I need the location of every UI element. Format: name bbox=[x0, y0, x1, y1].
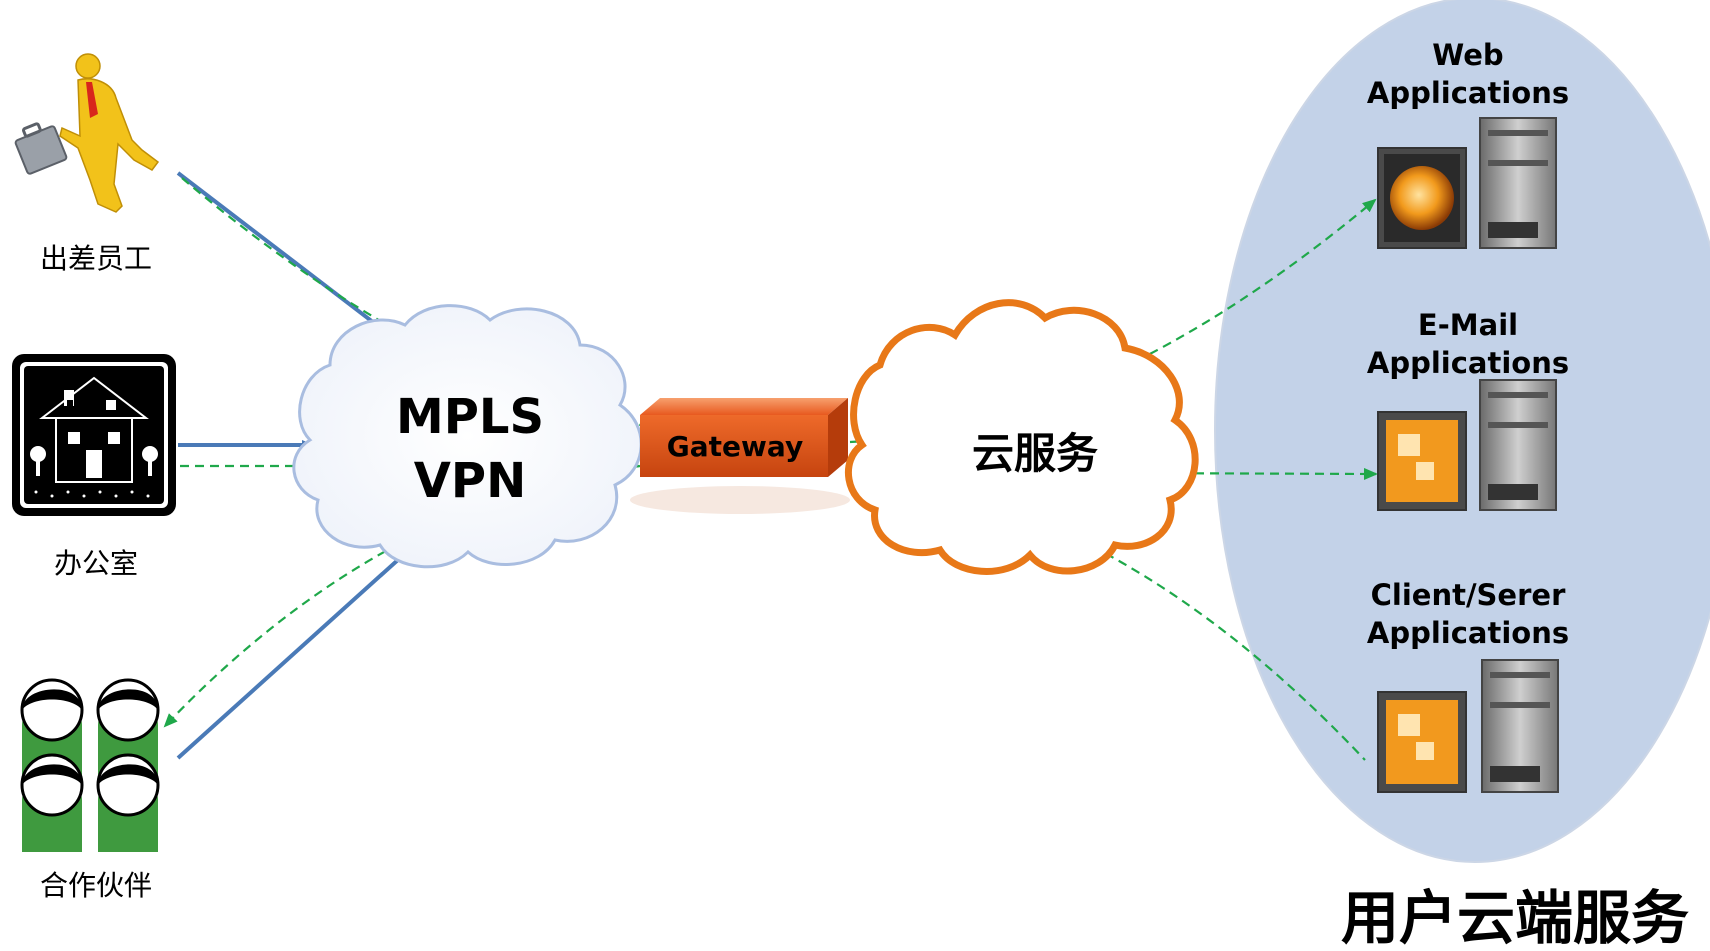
gateway-device: Gateway bbox=[630, 398, 850, 514]
office-label: 办公室 bbox=[54, 547, 138, 580]
client-server-icon bbox=[1481, 659, 1559, 793]
web-server-icon bbox=[1479, 117, 1557, 249]
mpls-label: MPLS bbox=[396, 389, 544, 445]
client-app-icon bbox=[1377, 691, 1467, 793]
email-app-icon bbox=[1377, 411, 1467, 511]
gateway-label: Gateway bbox=[667, 430, 803, 463]
partner-person bbox=[20, 753, 84, 852]
client-app-title-line1: Client/Serer bbox=[1371, 578, 1566, 612]
partner-person bbox=[96, 753, 160, 852]
partners-label: 合作伙伴 bbox=[40, 869, 152, 902]
partners-icon bbox=[20, 678, 160, 852]
web-app-title-line1: Web bbox=[1432, 38, 1503, 72]
email-app-title-line2: Applications bbox=[1367, 346, 1569, 380]
mpls-vpn-cloud: MPLS VPN bbox=[292, 304, 643, 569]
client-app-title-line2: Applications bbox=[1367, 616, 1569, 650]
email-server-icon bbox=[1479, 379, 1557, 511]
vpn-label: VPN bbox=[414, 453, 527, 509]
web-app-title-line2: Applications bbox=[1367, 76, 1569, 110]
partners-to-mpls-link bbox=[176, 538, 422, 760]
user-cloud-service-title: 用户云端服务 bbox=[1341, 884, 1689, 951]
web-app-icon bbox=[1377, 147, 1467, 249]
email-app-title-line1: E-Mail bbox=[1418, 308, 1518, 342]
cloud-service: 云服务 bbox=[844, 299, 1199, 575]
traveler-icon bbox=[14, 53, 160, 213]
cloud-service-label: 云服务 bbox=[972, 429, 1098, 478]
traveler-label: 出差员工 bbox=[40, 242, 152, 275]
office-icon bbox=[12, 354, 176, 516]
